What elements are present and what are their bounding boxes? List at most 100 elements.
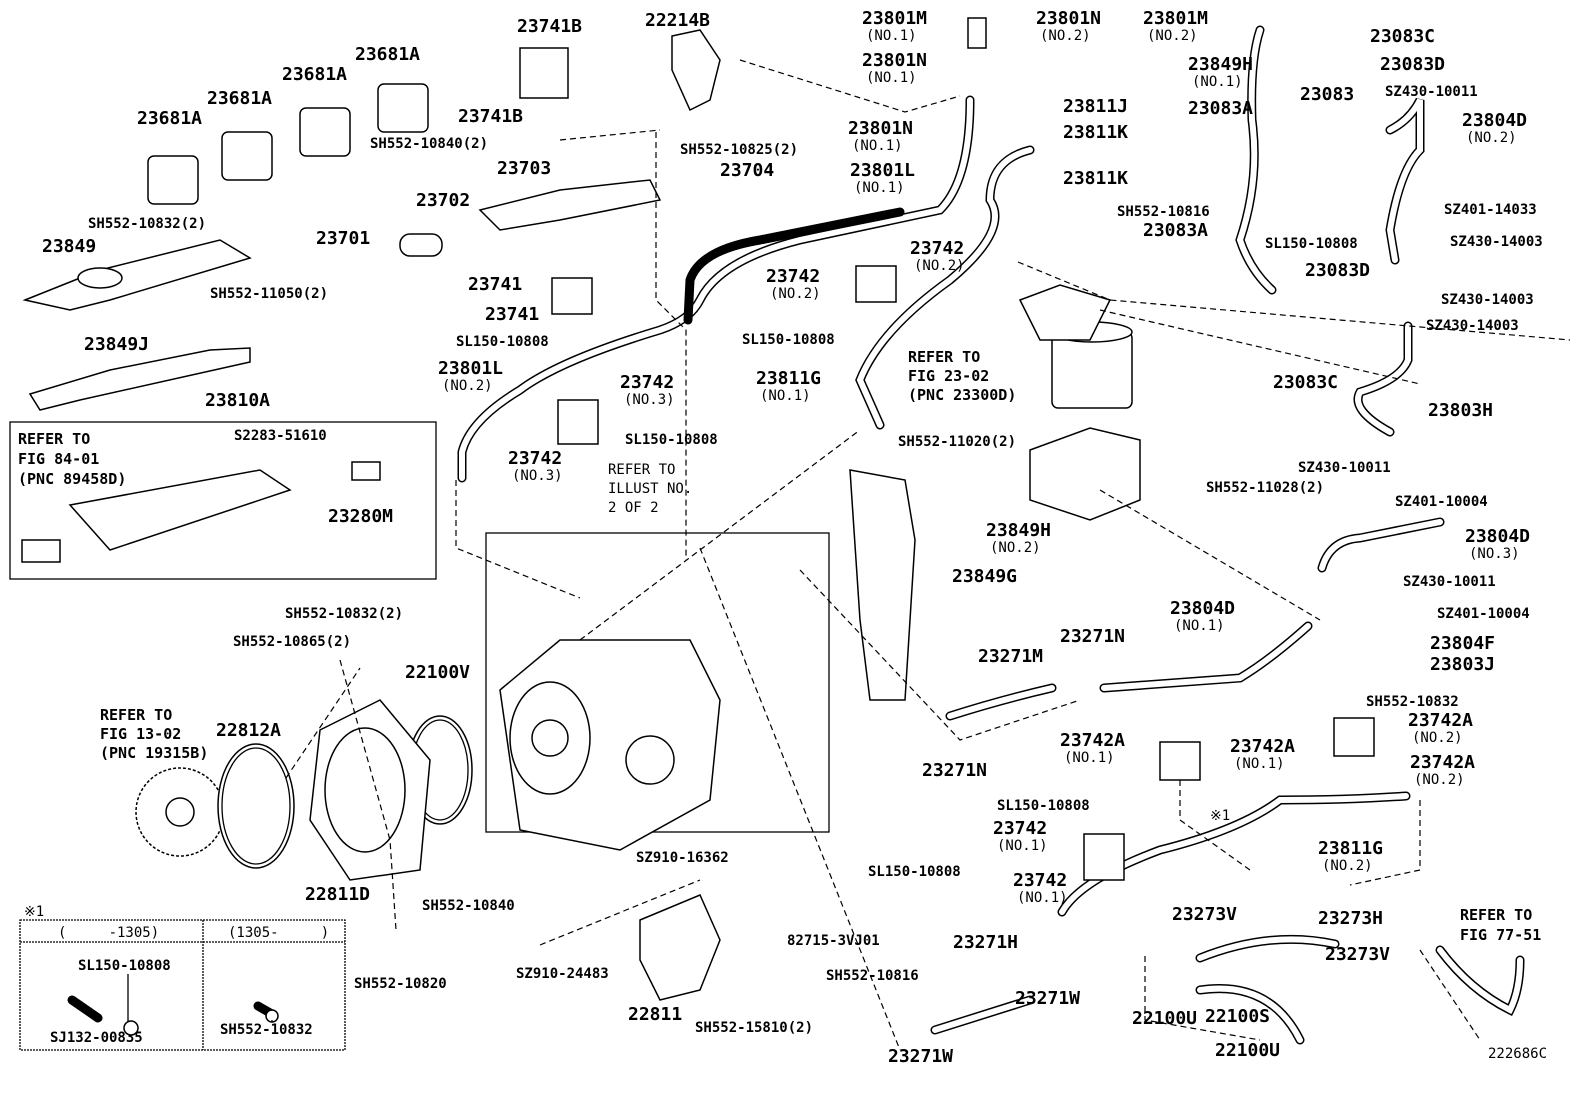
- part-number-label: 23083A: [1143, 220, 1208, 241]
- refer-note-line: FIG 84-01: [18, 450, 99, 468]
- part-note-label: (NO.1): [760, 388, 811, 404]
- part-number-label: 23811G: [1318, 838, 1383, 859]
- part-number-label: 23804F: [1430, 633, 1495, 654]
- part-number-label: SZ401-10004: [1437, 606, 1530, 622]
- part-number-label: 23271H: [953, 932, 1018, 953]
- part-note-label: (NO.1): [1017, 890, 1068, 906]
- part-note-label: (NO.2): [914, 258, 965, 274]
- part-number-label: 22811D: [305, 884, 370, 905]
- part-number-label: SH552-15810(2): [695, 1020, 813, 1036]
- part-note-label: (NO.3): [512, 468, 563, 484]
- part-note-label: (NO.1): [854, 180, 905, 196]
- part-number-label: 23801L: [438, 358, 503, 379]
- part-number-label: SH552-10832(2): [285, 606, 403, 622]
- part-number-label: 23083C: [1370, 26, 1435, 47]
- part-number-label: 22100V: [405, 662, 470, 683]
- refer-note-line: REFER TO: [18, 430, 90, 448]
- part-number-label: SL150-10808: [625, 432, 718, 448]
- part-number-label: 23741: [468, 274, 522, 295]
- part-number-label: SH552-10816: [826, 968, 919, 984]
- part-number-label: 23804D: [1465, 526, 1530, 547]
- part-number-label: 22812A: [216, 720, 281, 741]
- part-number-label: 23801L: [850, 160, 915, 181]
- part-number-label: SL150-10808: [456, 334, 549, 350]
- part-number-label: SZ910-16362: [636, 850, 729, 866]
- part-number-label: S2283-51610: [234, 428, 327, 444]
- part-number-label: 23849H: [986, 520, 1051, 541]
- part-number-label: 23701: [316, 228, 370, 249]
- part-number-label: 23703: [497, 158, 551, 179]
- part-number-label: SZ430-14003: [1441, 292, 1534, 308]
- variant-col2-header: (1305- ): [228, 925, 329, 941]
- part-number-label: 23811K: [1063, 168, 1128, 189]
- part-number-label: SH552-11050(2): [210, 286, 328, 302]
- refer-note-line: FIG 23-02: [908, 367, 989, 385]
- refer-note-line: FIG 77-51: [1460, 926, 1541, 944]
- injector-rail-box: [9, 421, 437, 580]
- part-note-label: (NO.1): [866, 28, 917, 44]
- part-number-label: 23271M: [978, 646, 1043, 667]
- part-number-label: 23742: [1013, 870, 1067, 891]
- refer-note-line: 2 OF 2: [608, 500, 659, 516]
- part-number-label: 23742: [620, 372, 674, 393]
- part-number-label: 22214B: [645, 10, 710, 31]
- part-number-label: 23681A: [137, 108, 202, 129]
- part-number-label: SZ910-24483: [516, 966, 609, 982]
- part-number-label: 22811: [628, 1004, 682, 1025]
- part-number-label: 23702: [416, 190, 470, 211]
- refer-note-line: (PNC 89458D): [18, 470, 126, 488]
- refer-note-line: ILLUST NO.: [608, 481, 692, 497]
- part-number-label: 23271W: [1015, 988, 1080, 1009]
- part-number-label: 23742: [508, 448, 562, 469]
- part-number-label: SH552-10832(2): [88, 216, 206, 232]
- part-note-label: (NO.2): [442, 378, 493, 394]
- part-note-label: (NO.1): [1174, 618, 1225, 634]
- part-number-label: SZ430-10011: [1298, 460, 1391, 476]
- part-number-label: SH552-10816: [1117, 204, 1210, 220]
- part-number-label: 23742: [993, 818, 1047, 839]
- part-number-label: 23741B: [458, 106, 523, 127]
- variant-col1-part: SL150-10808: [78, 958, 171, 974]
- part-number-label: 23271N: [922, 760, 987, 781]
- part-number-label: SH552-10820: [354, 976, 447, 992]
- part-number-label: 23804D: [1170, 598, 1235, 619]
- leader-lines: [285, 59, 1571, 1051]
- refer-note-line: (PNC 23300D): [908, 386, 1016, 404]
- part-number-label: SH552-10865(2): [233, 634, 351, 650]
- part-number-label: SL150-10808: [1265, 236, 1358, 252]
- refer-note-line: REFER TO: [908, 348, 980, 366]
- part-note-label: (NO.2): [1466, 130, 1517, 146]
- part-number-label: SH552-10825(2): [680, 142, 798, 158]
- part-number-label: SZ430-14003: [1450, 234, 1543, 250]
- part-number-label: 23811K: [1063, 122, 1128, 143]
- part-note-label: (NO.1): [997, 838, 1048, 854]
- part-number-label: SZ430-10011: [1403, 574, 1496, 590]
- part-number-label: 23273V: [1325, 944, 1390, 965]
- part-note-label: (NO.1): [866, 70, 917, 86]
- part-number-label: 23741: [485, 304, 539, 325]
- part-number-label: 22100S: [1205, 1006, 1270, 1027]
- part-number-label: 23271N: [1060, 626, 1125, 647]
- refer-note-line: (PNC 19315B): [100, 744, 208, 762]
- part-number-label: SH552-10832: [1366, 694, 1459, 710]
- part-number-label: SH552-10840(2): [370, 136, 488, 152]
- part-number-label: 23681A: [282, 64, 347, 85]
- part-number-label: SH552-10840: [422, 898, 515, 914]
- part-number-label: 23280M: [328, 506, 393, 527]
- part-number-label: 23803H: [1428, 400, 1493, 421]
- part-note-label: (NO.3): [624, 392, 675, 408]
- illustration-id: 222686C: [1488, 1046, 1547, 1062]
- part-number-label: 23273V: [1172, 904, 1237, 925]
- part-number-label: 23801M: [862, 8, 927, 29]
- variant-table: ※1 ( -1305) (1305- ) SL150-10808 SJ132-0…: [19, 904, 346, 1051]
- part-note-label: (NO.3): [1469, 546, 1520, 562]
- part-note-label: (NO.2): [1147, 28, 1198, 44]
- part-number-label: 23801N: [862, 50, 927, 71]
- part-number-label: 23742: [910, 238, 964, 259]
- part-note-label: (NO.1): [852, 138, 903, 154]
- part-number-label: 23811J: [1063, 96, 1128, 117]
